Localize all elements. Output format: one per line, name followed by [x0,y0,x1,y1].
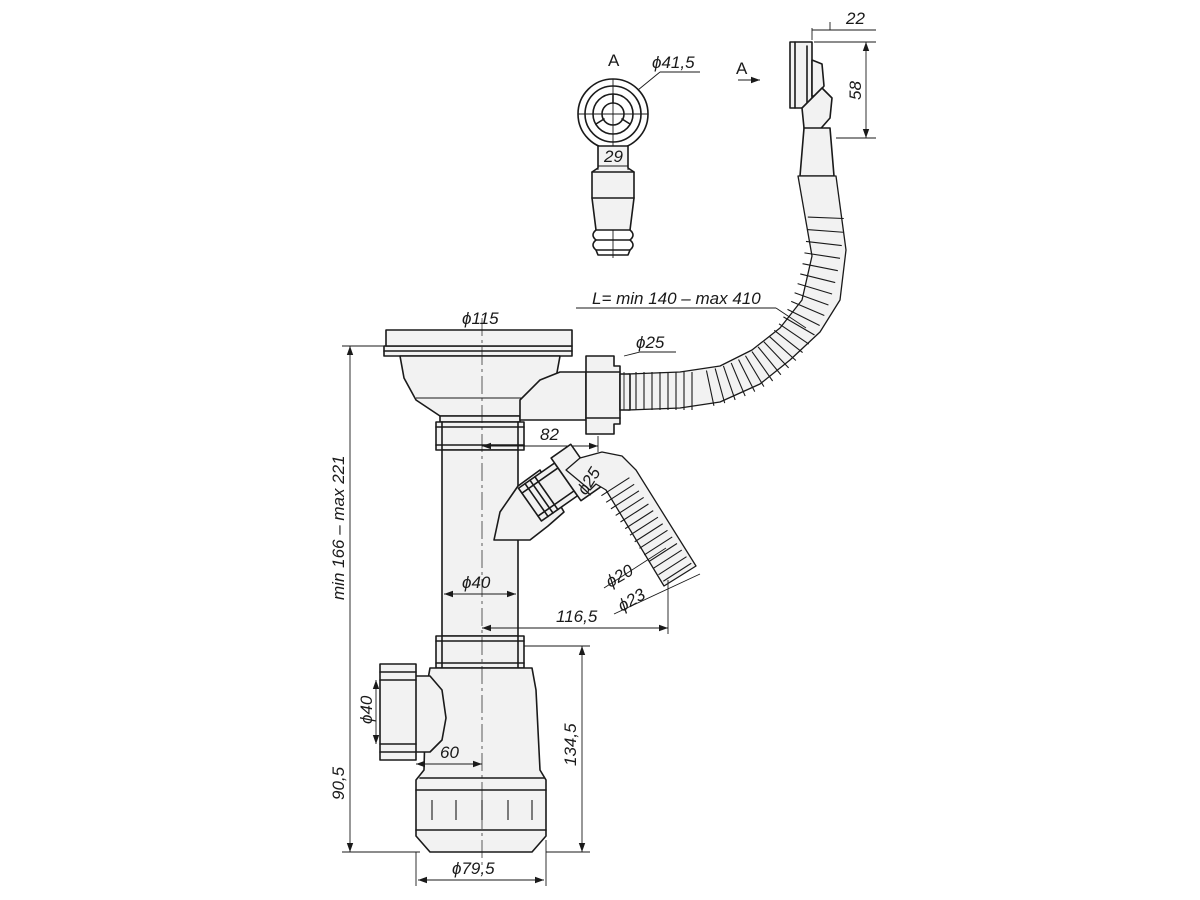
hose-rib [722,365,736,401]
dim-overflow-offset: 82 [540,425,559,444]
overflow-hose: L= min 140 – max 410 [576,175,847,411]
hose-rib [757,346,782,376]
hose-rib [783,316,815,336]
dim-cap-height: 58 [846,81,865,100]
view-arrow: A [736,59,760,84]
dim-outlet-diameter: ϕ40 [357,695,376,724]
dim-bottle-diameter: ϕ79,5 [452,859,495,878]
vertical-pipe: 82 ϕ40 [441,425,599,637]
hose-rib [787,308,820,326]
hose-rib [605,483,635,503]
dim-inlet-offset: 116,5 [556,607,598,626]
hose-rib [658,556,687,576]
dim-cap-width: 29 [603,147,623,166]
hose-rib [629,516,659,536]
hose-rib [601,477,630,497]
dim-hose-inner: ϕ20 [603,561,638,592]
hose-rib [662,562,692,582]
bottle-trap: ϕ40 60 ϕ79,5 [357,663,547,886]
hose-rib [744,355,765,387]
hose-rib [797,283,833,295]
hose-rib [763,341,790,369]
hose-rib [751,351,774,382]
hose-rib [610,490,640,510]
hose-rib [738,359,756,392]
hose-rib [790,300,825,316]
hose-rib [653,549,683,569]
hose-rib [805,240,842,247]
view-arrow-label: A [736,59,748,78]
view-a-label: A [608,51,620,70]
hose-rib [802,263,838,272]
strainer-bowl: ϕ115 ϕ25 [383,309,676,435]
dim-hose-outer: ϕ23 [615,585,650,616]
dim-cap-offset: 22 [845,9,865,28]
hose-rib [807,216,844,220]
hose-rib [620,503,649,523]
hose-rib [730,362,746,397]
dim-cap-diameter: ϕ41,5 [652,53,695,72]
hose-rib [773,329,803,353]
view-a-detail: 29 ϕ41,5 A [577,51,700,258]
height-dimensions: min 166 – max 221 90,5 134,5 [329,345,590,853]
dim-overflow-diameter: ϕ25 [636,333,665,352]
hose-rib [768,335,797,361]
dim-strainer-diameter: ϕ115 [462,309,499,328]
hose-rib [639,529,668,549]
dim-pipe-diameter: ϕ40 [462,573,491,592]
top-right-dimensions: 22 58 [811,9,876,139]
dim-outlet-height: 90,5 [329,766,348,800]
overflow-cap [789,41,835,177]
dim-bottle-height: 134,5 [561,723,580,766]
hose-rib [807,228,844,233]
hose-rib [794,292,829,306]
hose-rib [778,323,810,345]
hose-rib [705,370,715,406]
hose-rib [615,496,644,516]
hose-rib [643,536,673,556]
hose-rib [624,510,654,530]
dim-hose-length: L= min 140 – max 410 [592,289,761,308]
hose-rib [804,252,841,259]
dim-outlet-offset: 60 [440,743,459,762]
hose-rib [800,273,836,284]
hose-rib [648,543,678,562]
hose-rib [634,523,664,543]
hose-rib [714,368,726,404]
dim-total-height: min 166 – max 221 [329,455,348,600]
lower-nut [435,635,525,669]
